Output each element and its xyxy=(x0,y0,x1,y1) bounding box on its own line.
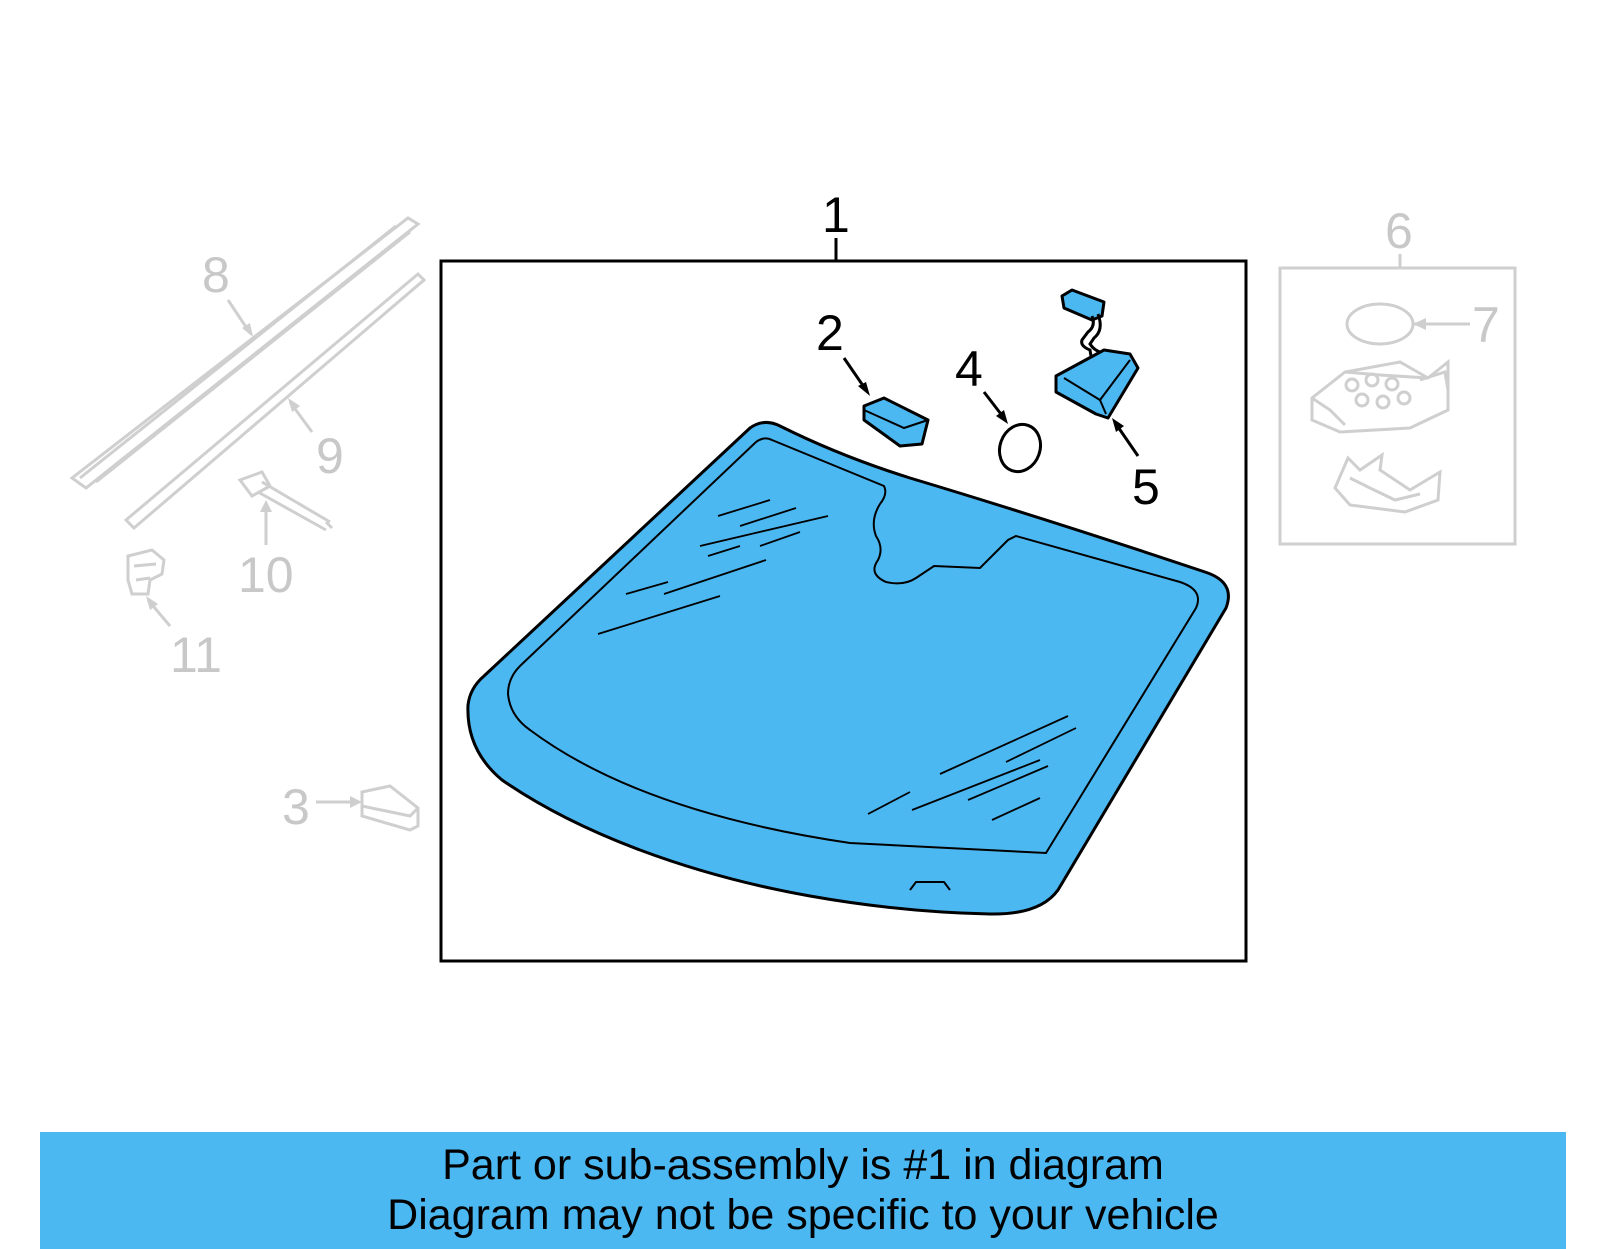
part-11-retainer xyxy=(126,548,166,596)
part-2-sensor-pad[interactable] xyxy=(862,396,930,448)
callout-5-arrowhead xyxy=(1112,418,1124,432)
part-9-molding xyxy=(123,271,427,531)
banner-line-2: Diagram may not be specific to your vehi… xyxy=(387,1191,1219,1239)
part-1-windshield[interactable] xyxy=(466,421,1230,916)
callout-2-arrowhead xyxy=(858,382,870,396)
group-1-frame xyxy=(439,259,1248,963)
part-2-edge xyxy=(863,409,929,430)
callout-1[interactable]: 1 xyxy=(822,187,850,243)
callout-5[interactable]: 5 xyxy=(1132,459,1160,515)
callout-4-arrowhead xyxy=(996,410,1008,424)
windshield-outer xyxy=(466,421,1230,916)
banner-line-1: Part or sub-assembly is #1 in diagram xyxy=(442,1141,1164,1189)
windshield-inner-border xyxy=(506,437,1199,855)
part-6-sensor-housing xyxy=(1310,358,1450,434)
callout-11[interactable]: 11 xyxy=(170,627,222,683)
callout-5-leader xyxy=(1114,423,1140,457)
callout-3-arrowhead xyxy=(350,796,362,808)
part-8-molding xyxy=(69,216,421,490)
part-7-gasket xyxy=(1345,302,1415,346)
callout-6[interactable]: 6 xyxy=(1385,203,1413,259)
part-group-1: 1 xyxy=(439,187,1248,963)
part-10-clip xyxy=(237,470,334,532)
callout-3[interactable]: 3 xyxy=(282,779,310,835)
callout-2[interactable]: 2 xyxy=(816,305,844,361)
callout-9[interactable]: 9 xyxy=(316,428,344,484)
callout-10[interactable]: 10 xyxy=(238,547,294,603)
callout-4[interactable]: 4 xyxy=(955,341,983,397)
group-6-frame xyxy=(1278,266,1517,546)
part-5-mount-bracket[interactable] xyxy=(1054,288,1140,420)
info-banner: Part or sub-assembly is #1 in diagram Di… xyxy=(40,1132,1566,1249)
part-group-6: 6 7 xyxy=(1278,203,1517,546)
windshield-bottom-notch xyxy=(909,881,951,891)
callout-9-arrowhead xyxy=(288,398,300,412)
callout-8-arrowhead xyxy=(242,323,253,337)
part-3-spacer xyxy=(360,784,420,832)
callout-11-arrowhead xyxy=(146,596,158,610)
part-4-seal[interactable] xyxy=(993,419,1047,478)
part-6-bracket xyxy=(1333,451,1442,514)
glass-reflection-lines xyxy=(597,499,1077,821)
callout-7[interactable]: 7 xyxy=(1472,297,1500,353)
callout-8[interactable]: 8 xyxy=(202,247,230,303)
callout-10-arrowhead xyxy=(260,500,272,512)
callout-7-arrowhead xyxy=(1413,318,1426,330)
